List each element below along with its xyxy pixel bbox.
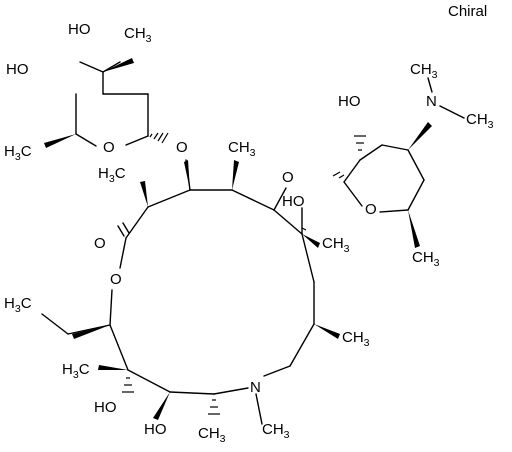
- dimethylamino-nitrogen: N: [426, 93, 437, 110]
- nme-top-methyl: CH3: [410, 61, 438, 81]
- c8-methyl: CH3: [342, 329, 370, 349]
- cladinose-hydroxyl-left: HO: [6, 61, 29, 78]
- cladinose-hydroxyl-top: HO: [68, 21, 91, 38]
- c12-hydroxyl: HO: [144, 421, 167, 438]
- hashes: [122, 132, 366, 415]
- ethyl-methyl: H3C: [4, 295, 32, 315]
- c11-hydroxyl: HO: [94, 399, 117, 416]
- ring-nitrogen: N: [250, 379, 261, 396]
- ring-oxygen: O: [110, 271, 122, 288]
- cladinose-top-methyl: CH3: [124, 25, 152, 45]
- cladinose-ring-oxygen: O: [103, 139, 115, 156]
- atom-labels: O O O O O O N N HO HO HO HO HO HO Chiral: [6, 3, 487, 438]
- desosamine-methyl: CH3: [412, 249, 440, 269]
- methyl-labels: H3C CH3 H3C CH3 CH3 CH3 H3C H3C CH3 CH3 …: [4, 25, 494, 445]
- c6-hydroxyl: HO: [282, 193, 305, 210]
- cladinose-methyl: H3C: [4, 143, 32, 163]
- wedges: [44, 58, 432, 420]
- carbonyl-oxygen: O: [94, 235, 106, 252]
- ring-n-methyl: CH3: [262, 421, 290, 441]
- desosamine-link-oxygen: O: [282, 169, 294, 186]
- c4-methyl: CH3: [228, 139, 256, 159]
- desosamine-hydroxyl: HO: [338, 93, 361, 110]
- c12-methyl: H3C: [62, 361, 90, 381]
- nme-right-methyl: CH3: [466, 111, 494, 131]
- desosamine-ring-oxygen: O: [365, 201, 377, 218]
- c2-methyl: H3C: [98, 165, 126, 185]
- c6-methyl: CH3: [322, 235, 350, 255]
- c10-methyl: CH3: [198, 425, 226, 445]
- cladinose-link-oxygen: O: [176, 139, 188, 156]
- chiral-tag: Chiral: [448, 3, 487, 20]
